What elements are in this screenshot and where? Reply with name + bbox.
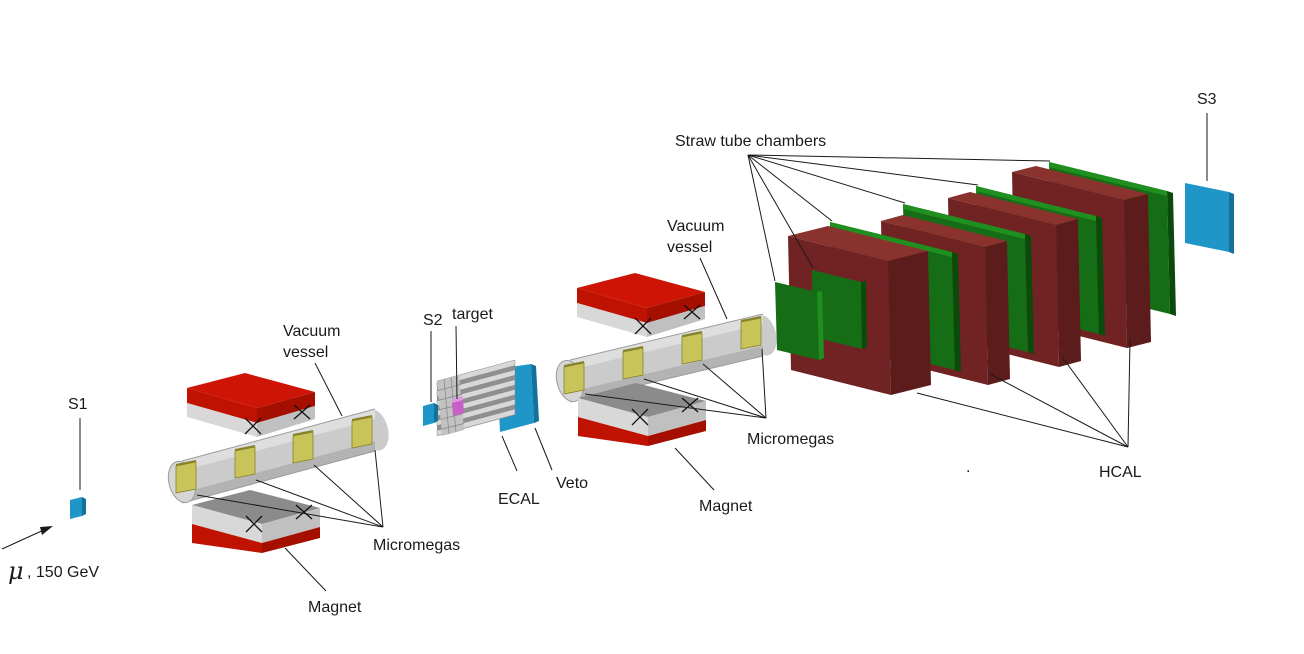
vacuum-vessel-2-label-line2: vessel — [667, 239, 712, 256]
coil-x-icon — [244, 404, 311, 435]
s2-scintillator — [423, 403, 438, 426]
beam-arrow — [1, 526, 53, 550]
magnet-2-upper — [577, 273, 705, 337]
beam-energy-label: , 150 GeV — [27, 564, 99, 581]
vacuum-vessel-2-label-line1: Vacuum — [667, 218, 725, 235]
vacuum-vessel-2-pointer — [699, 257, 728, 320]
straw-pointers — [747, 154, 1051, 282]
micromegas-2b — [622, 346, 644, 380]
s3-scintillator — [1185, 183, 1234, 254]
micromegas-1c — [292, 430, 314, 464]
micromegas-2-pointers — [584, 348, 767, 419]
magnet-1-upper — [187, 373, 315, 437]
straw-chamber-2 — [812, 270, 867, 349]
target-pointer — [455, 325, 458, 400]
coil-x-icon — [634, 304, 701, 335]
target-label: target — [452, 306, 493, 323]
magnet-1-pointer — [284, 547, 327, 592]
micromegas-2c — [681, 331, 703, 365]
micromegas-1-pointers — [196, 449, 384, 528]
straw-label: Straw tube chambers — [675, 133, 826, 150]
s2-label: S2 — [423, 312, 443, 329]
coil-x-icon — [245, 504, 313, 533]
s1-scintillator — [70, 497, 86, 519]
straw-chamber-1 — [775, 282, 824, 360]
magnet-2-pointer — [674, 447, 715, 491]
s3-label: S3 — [1197, 91, 1217, 108]
hcal-label: HCAL — [1099, 464, 1142, 481]
magnet-2-label: Magnet — [699, 498, 753, 515]
veto-pointer — [534, 427, 553, 471]
micromegas-2a — [563, 361, 585, 395]
micromegas-1d — [351, 415, 373, 449]
s1-label: S1 — [68, 396, 88, 413]
micromegas-1-label: Micromegas — [373, 537, 460, 554]
hcal-pointers — [916, 339, 1131, 448]
vacuum-vessel-1-pointer — [314, 362, 343, 417]
target — [452, 396, 464, 416]
magnet-1-label: Magnet — [308, 599, 362, 616]
coil-x-icon — [631, 397, 699, 426]
stray-dot: . — [966, 459, 970, 476]
vacuum-vessel-1-label-line1: Vacuum — [283, 323, 341, 340]
ecal-pointer — [501, 435, 518, 472]
ecal-label: ECAL — [498, 491, 540, 508]
micromegas-2d — [740, 316, 762, 350]
micromegas-2-label: Micromegas — [747, 431, 834, 448]
arrowhead-icon — [40, 526, 53, 535]
micromegas-set-2 — [563, 316, 762, 395]
micromegas-1b — [234, 445, 256, 479]
beam-mu-label: μ — [8, 557, 24, 585]
magnet-1-lower — [192, 490, 320, 553]
magnet-2-lower — [578, 383, 706, 446]
vacuum-vessel-1-label-line2: vessel — [283, 344, 328, 361]
veto-label: Veto — [556, 475, 588, 492]
micromegas-1a — [175, 460, 197, 494]
micromegas-set-1 — [175, 415, 373, 494]
